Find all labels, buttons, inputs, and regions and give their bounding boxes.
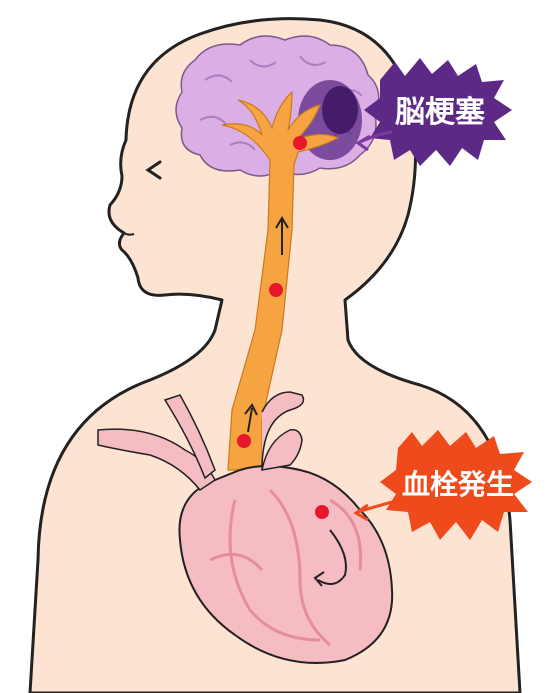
clot-neck <box>269 283 283 297</box>
embolus-label-text: 血栓発生 <box>402 468 514 501</box>
infarct-core <box>322 86 358 134</box>
clot-brain <box>293 136 307 150</box>
stroke-label-text: 脳梗塞 <box>395 95 485 130</box>
clot-heart <box>315 505 329 519</box>
clot-lower-artery <box>237 434 251 448</box>
